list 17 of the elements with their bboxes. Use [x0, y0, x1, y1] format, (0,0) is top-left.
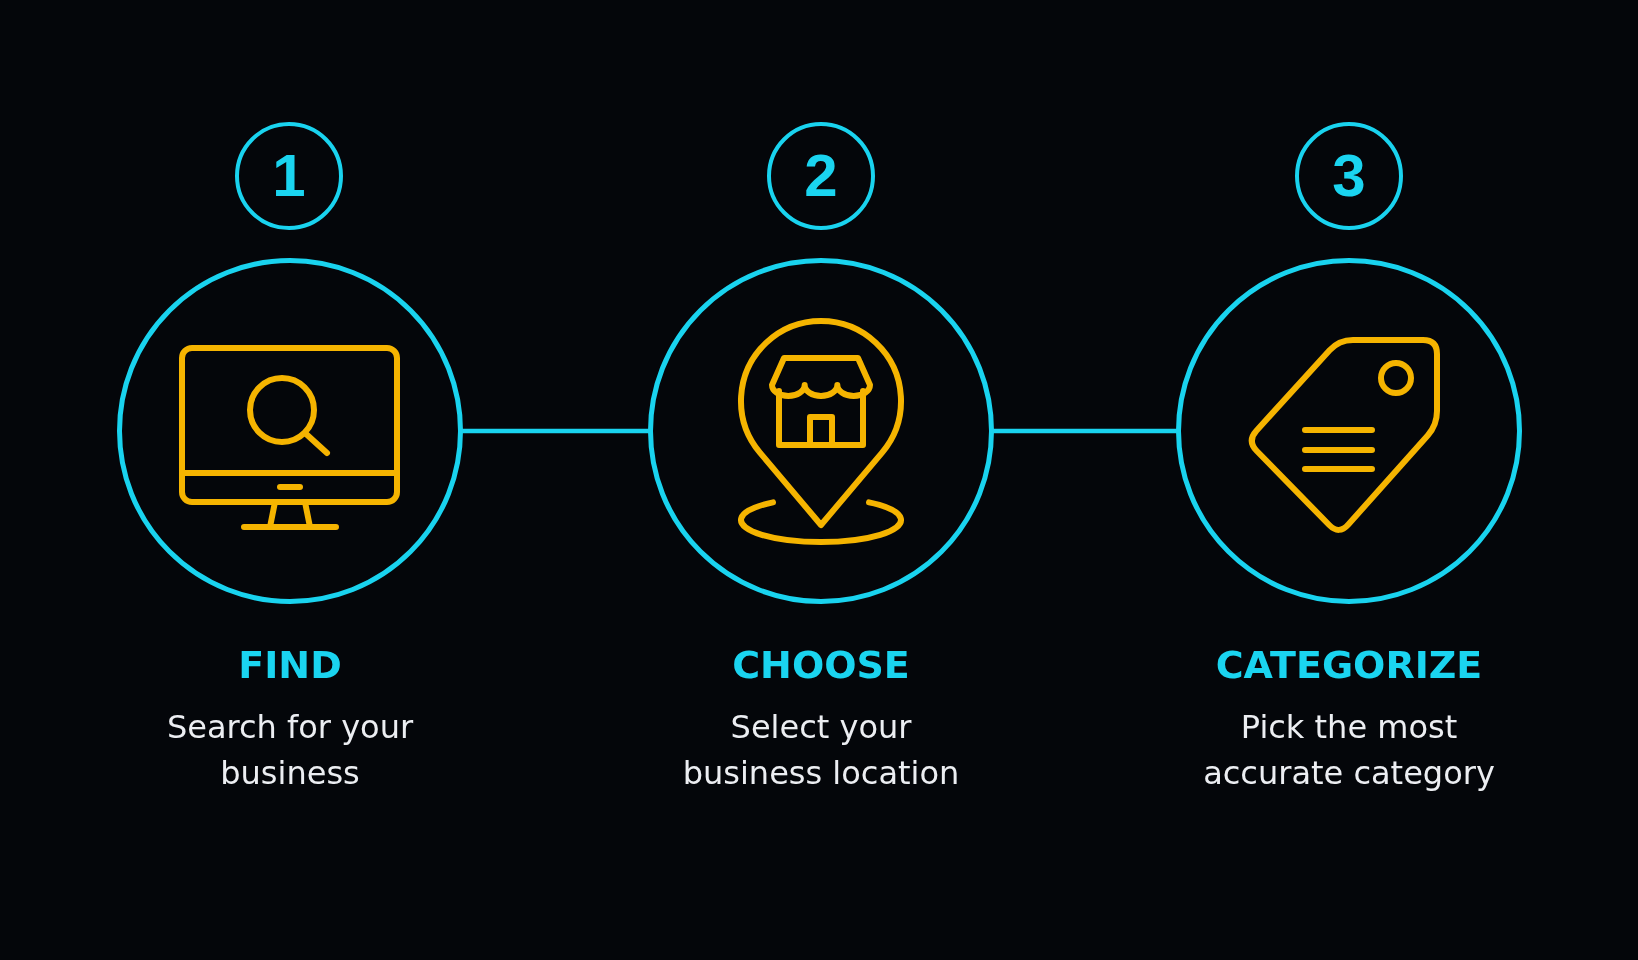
step-description: Select your business location	[681, 707, 961, 794]
step-description: Pick the most accurate category	[1202, 707, 1496, 794]
step-title: FIND	[238, 642, 342, 688]
step-description: Search for your business	[165, 707, 415, 794]
step-number-circle	[767, 122, 875, 230]
step-title: CHOOSE	[732, 642, 910, 688]
step-circle	[1176, 258, 1522, 604]
connector-line	[461, 428, 650, 434]
step-number: 2	[804, 146, 838, 206]
step-circle	[648, 258, 994, 604]
step-number: 3	[1332, 146, 1366, 206]
step-number-circle	[1295, 122, 1403, 230]
step-title: CATEGORIZE	[1215, 642, 1483, 688]
step-number: 1	[272, 146, 306, 206]
step-circle	[117, 258, 463, 604]
step-number-circle	[235, 122, 343, 230]
connector-line	[992, 428, 1178, 434]
